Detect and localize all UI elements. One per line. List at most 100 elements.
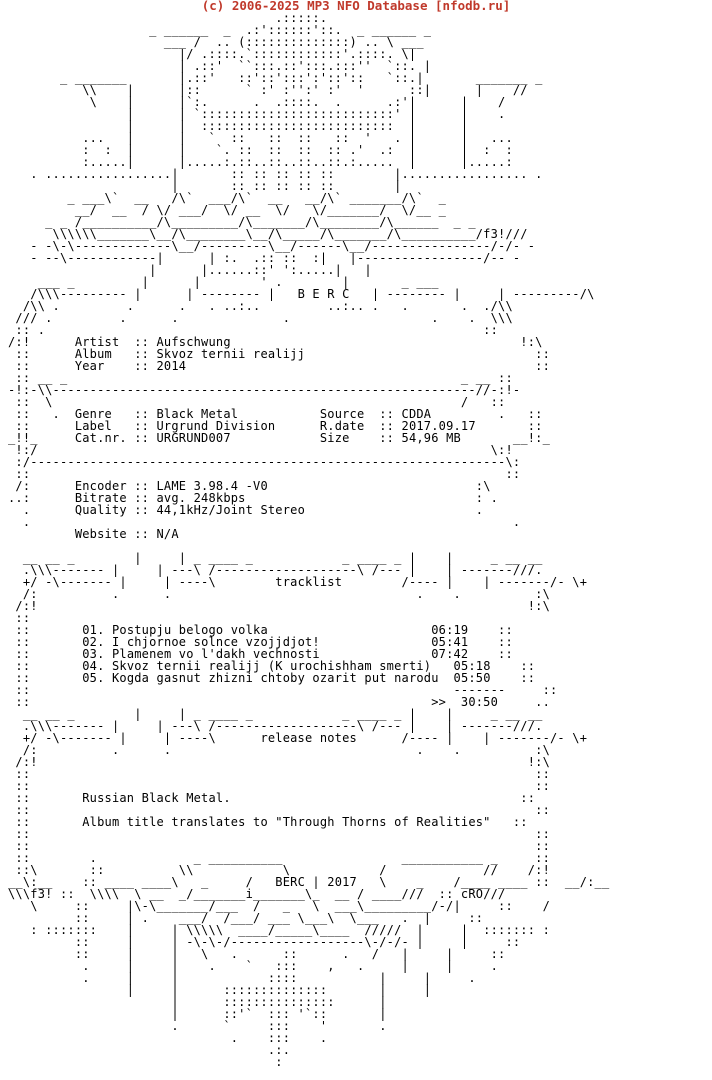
footer-signature: BERC | 2017	[275, 875, 357, 889]
art-line: . ::: .	[8, 1031, 328, 1045]
source-value: CDDA	[401, 407, 432, 421]
track-4-title: Skvoz ternii realijj (K urochishham smer…	[111, 659, 432, 673]
encoder-value: LAME 3.98.4 -V0	[156, 479, 268, 493]
art-line: . .	[8, 515, 521, 529]
art-line: :	[8, 1055, 283, 1069]
art-line: /: . . . . :\	[8, 743, 550, 757]
art-line: :: 05. Kogda gasnut zhizni chtoby ozarit…	[8, 671, 536, 685]
art-line: __/ __ / \/ ___/ \/ __ \/ \/_______/ \/_…	[8, 203, 447, 217]
artist-value: Aufschwung	[156, 335, 231, 349]
art-line: - --\------------| | :. .:: :: :| |-----…	[8, 251, 521, 265]
art-line: ..: Bitrate :: avg. 248kbps : .	[8, 491, 499, 505]
art-line: . .................| :: :: :: :: :: |...…	[8, 167, 543, 181]
art-line: . | | . ` ::: , . | | .	[8, 959, 499, 973]
track-2-num: 02.	[82, 635, 105, 649]
track-5-time: 05:50	[453, 671, 491, 685]
art-line: :: 04. Skvoz ternii realijj (K urochishh…	[8, 659, 536, 673]
art-line: !:/ \:!	[8, 443, 513, 457]
art-line: :: Russian Black Metal. ::	[8, 791, 536, 805]
art-line: :: Album :: Skvoz ternii realijj ::	[8, 347, 551, 361]
quality-value: 44,1kHz/Joint Stereo	[156, 503, 305, 517]
track-5-title: Kogda gasnut zhizni chtoby ozarit put na…	[111, 671, 439, 685]
art-line: _ ___\` __ /\` ___/\` __ __/\` _______/\…	[8, 191, 447, 205]
art-line: .:::::.	[8, 11, 328, 25]
art-line: - -\-\-------------\__/---------\__/----…	[8, 239, 536, 253]
track-1-time: 06:19	[431, 623, 469, 637]
art-line: -!:-\\----------------------------------…	[8, 383, 521, 397]
art-line: :: ::	[8, 839, 550, 853]
art-line: ... | | ` :: :: :: :: ' . | | ...	[8, 131, 513, 145]
site-header: (c) 2006-2025 MP3 NFO Database [nfodb.ru…	[201, 0, 511, 13]
art-line: __ __ _ | | _ ____ _ _ ____ _ | | _ __ _…	[8, 707, 543, 721]
notes-line-2: Album title translates to "Through Thorn…	[82, 815, 491, 829]
art-line: :: __ _ _ __ ::	[8, 371, 513, 385]
track-3-num: 03.	[82, 647, 105, 661]
art-line: :: ------- ::	[8, 683, 558, 697]
art-line: _ _ /__________/\_________/\_______/\___…	[8, 215, 476, 229]
art-line: :: ::	[8, 827, 550, 841]
art-line: :: | | \ . :: . / | | ::	[8, 947, 506, 961]
catnr-value: URGRUND007	[156, 431, 231, 445]
art-line: .:.	[8, 1043, 291, 1057]
art-line: _!!_ Cat.nr. :: URGRUND007 Size :: 54,96…	[8, 431, 551, 445]
rdate-value: 2017.09.17	[401, 419, 476, 433]
release-notes-heading: release notes	[260, 731, 357, 745]
bitrate-value: avg. 248kbps	[156, 491, 246, 505]
art-line: :: | | -\-\-/------------------\-/-/- | …	[8, 935, 521, 949]
website-value: N/A	[156, 527, 179, 541]
track-3-title: Plamenem vo l'dakh vechnosti	[111, 647, 320, 661]
art-line: :: . _ __________ ___________ _ ::	[8, 851, 550, 865]
art-line: \\\\\\_______\__/\________\__/\_____/\__…	[8, 227, 528, 241]
art-line: | ::::::::::::::: |	[8, 995, 387, 1009]
art-line: : ::::::: | | \\\\\ ____/_____\____ ////…	[8, 923, 550, 937]
track-5-num: 05.	[82, 671, 105, 685]
size-value: 54,96 MB	[401, 431, 461, 445]
art-line: :: . Genre :: Black Metal Source :: CDDA…	[8, 407, 543, 421]
art-line: . | | :::: | | .	[8, 971, 476, 985]
art-line: :: ::	[8, 803, 550, 817]
art-line: ::	[8, 611, 31, 625]
art-line: :: 03. Plamenem vo l'dakh vechnosti 07:4…	[8, 647, 513, 661]
art-line: :.....| |.....:.::..::..::..::.:..... | …	[8, 155, 513, 169]
nfo-art: .:::::. _ ______ _ .:'::::::'::. _ _____…	[8, 12, 609, 1068]
track-3-time: 07:42	[431, 647, 469, 661]
art-line: | | :::::::::::::::::::::::::: | |	[8, 119, 469, 133]
art-line: \\\f3! :: \\\\ \ __ _/_______i_______\_ …	[8, 887, 506, 901]
art-line: Website :: N/A	[8, 527, 179, 541]
art-line: /: . . . . :\	[8, 587, 550, 601]
art-line: \ | |`:. . .::::. . .:'| | /	[8, 95, 506, 109]
art-line: | | :::::::::::::: | |	[8, 983, 432, 997]
track-4-num: 04.	[82, 659, 105, 673]
art-line: _ ______ _ .:'::::::'::. _ ______ _	[8, 23, 432, 37]
art-line: :: ::	[8, 767, 550, 781]
total-time: 30:50	[460, 695, 499, 709]
art-line: | .::' ``:::.::':::.:::'' `::. |	[8, 59, 432, 73]
notes-line-1: Russian Black Metal.	[82, 791, 231, 805]
art-line: :: . ::	[8, 323, 499, 337]
art-line: /// . . . . . . \\\	[8, 311, 513, 325]
art-line: .\\\------- | | ---\ /------------------…	[8, 563, 543, 577]
album-value: Skvoz ternii realijj	[156, 347, 305, 361]
art-line: ::\ :: \\ \ / // /:!	[8, 863, 550, 877]
art-line: | | `::::::::::::::::::::::::::' | | .	[8, 107, 506, 121]
art-line: ___ / .. (::::::::::::::) .. \ ___	[8, 35, 424, 49]
art-line: :: Year :: 2014 ::	[8, 359, 551, 373]
track-4-time: 05:18	[453, 659, 491, 673]
art-line: :: Label :: Urgrund Division R.date :: 2…	[8, 419, 543, 433]
track-1-num: 01.	[82, 623, 105, 637]
art-line: :: \ / ::	[8, 395, 506, 409]
art-line: :: | . ___/ /___/ ___ \___\ \___ . | ::	[8, 911, 484, 925]
art-line: | |......::' ':.....| |	[8, 263, 372, 277]
art-line: +/ -\------- | | ----\ tracklist /---- |…	[8, 575, 588, 589]
label-value: Urgrund Division	[156, 419, 276, 433]
art-line: :: >> 30:50 ..	[8, 695, 551, 709]
art-line: | ::'` ::: '`:: |	[8, 1007, 387, 1021]
art-line: :: Album title translates to "Through Th…	[8, 815, 528, 829]
track-2-time: 05:41	[431, 635, 469, 649]
art-line: /: Encoder :: LAME 3.98.4 -V0 :\	[8, 479, 491, 493]
art-line: :: ::	[8, 467, 521, 481]
genre-value: Black Metal	[156, 407, 239, 421]
art-line: |/ .::::.`::::::::::::'.::::. \|	[8, 47, 417, 61]
art-line: /:! !:\	[8, 755, 550, 769]
